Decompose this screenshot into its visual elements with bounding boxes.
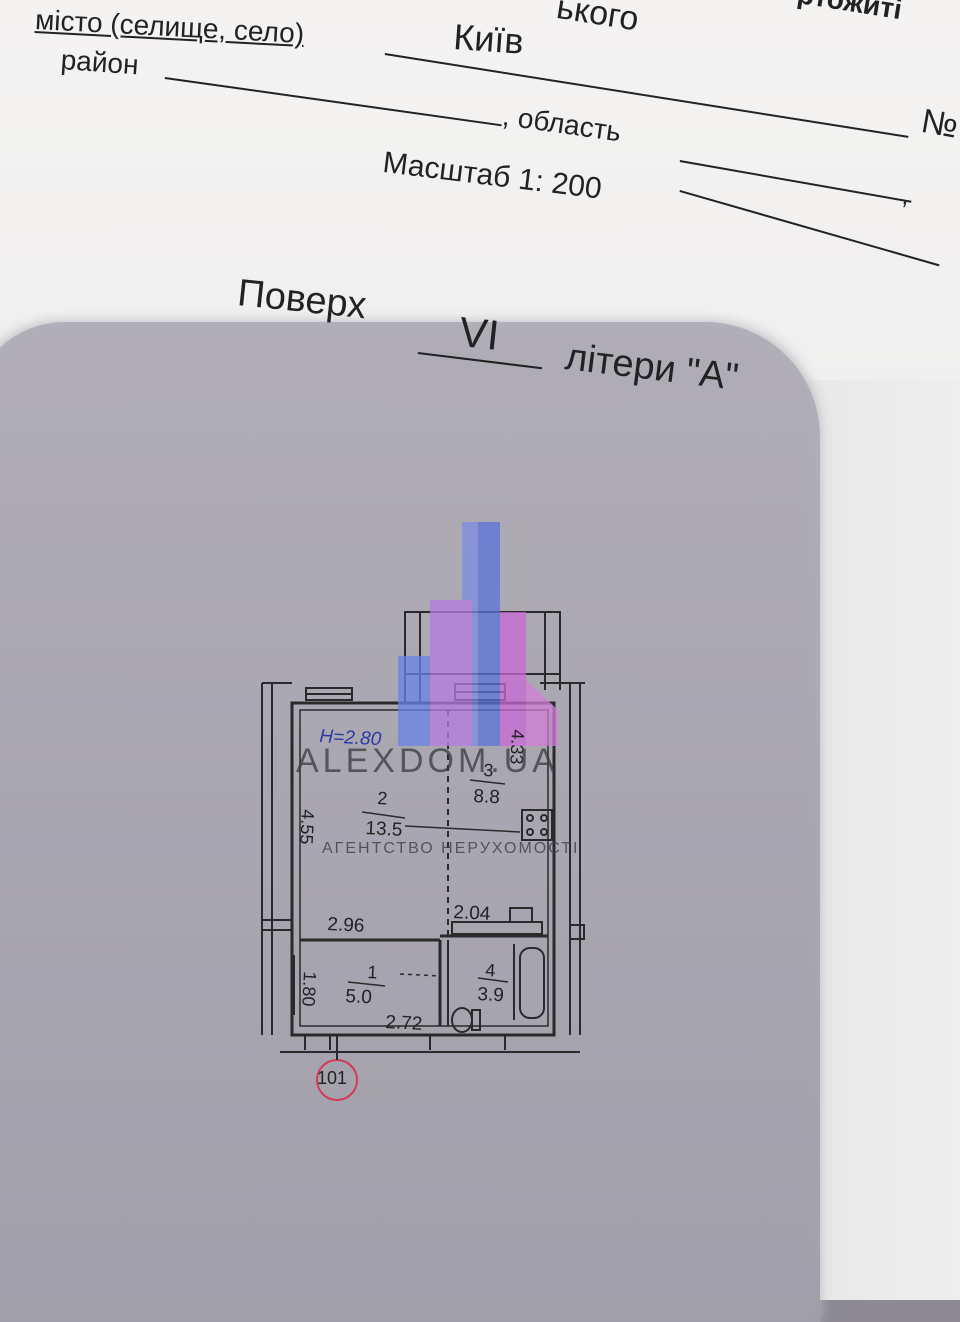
dim-455: 4.55 — [296, 808, 318, 845]
paper-right-area — [800, 380, 960, 1300]
room-3-area: 8.8 — [472, 786, 501, 809]
logo-bar-5 — [500, 612, 526, 746]
logo-bar-2 — [478, 522, 500, 746]
dim-180: 1.80 — [298, 970, 320, 1007]
room-1-area: 5.0 — [344, 986, 373, 1009]
watermark-logo — [398, 522, 558, 746]
watermark-brand: ALEXDOM.UA — [296, 742, 559, 780]
plan-walls — [261, 611, 585, 1053]
plan-zone-dividers — [380, 710, 449, 941]
area-fraction-lines — [347, 779, 521, 987]
room-1-number: 1 — [366, 962, 379, 983]
dim-204: 2.04 — [452, 902, 491, 925]
room-2-area: 13.5 — [364, 818, 403, 841]
dim-296: 2.96 — [326, 914, 365, 937]
logo-bar-6 — [526, 680, 558, 746]
floor-plan — [261, 611, 585, 1101]
logo-bar-3 — [398, 656, 430, 746]
room-4-number: 4 — [484, 960, 497, 981]
room-2-number: 2 — [376, 788, 389, 809]
dim-272: 2.72 — [384, 1012, 423, 1035]
apartment-number: 101 — [317, 1068, 348, 1088]
phone-shadow-overlay — [0, 322, 820, 1322]
room-4-area: 3.9 — [476, 984, 505, 1007]
logo-bar-4 — [430, 600, 472, 746]
watermark-tagline: АГЕНТСТВО НЕРУХОМОСТІ — [322, 840, 580, 857]
